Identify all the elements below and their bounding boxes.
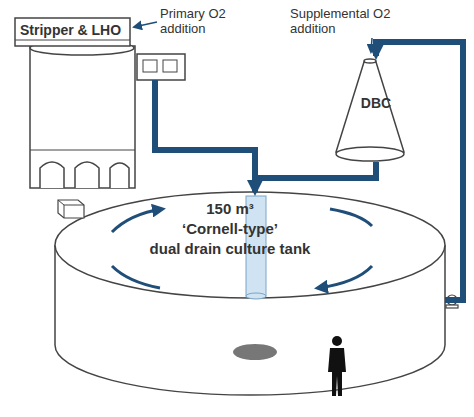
water-pipe	[255, 162, 376, 192]
culture-tank	[55, 192, 445, 395]
node-label: 150 m³	[55, 199, 405, 219]
stripper-tower	[15, 18, 185, 188]
dbc-unit: DBC	[334, 56, 418, 162]
node-text-group: DBC	[334, 94, 418, 113]
node-label: dual drain culture tank	[55, 239, 405, 259]
water-pipe	[155, 80, 255, 192]
node-label: Stripper & LHO	[20, 21, 121, 40]
node-label: DBC	[334, 94, 418, 113]
node-text-group: 150 m³‘Cornell-type’dual drain culture t…	[55, 199, 405, 259]
water-pipe	[376, 42, 463, 300]
node-text-group: Stripper & LHO	[20, 21, 121, 40]
person-silhouette	[328, 336, 346, 396]
o2-label: Supplemental O2 addition	[290, 6, 402, 36]
o2-label: Primary O2 addition	[160, 6, 230, 36]
node-label: ‘Cornell-type’	[55, 219, 405, 239]
culture-tank-node: 150 m³‘Cornell-type’dual drain culture t…	[55, 192, 445, 392]
